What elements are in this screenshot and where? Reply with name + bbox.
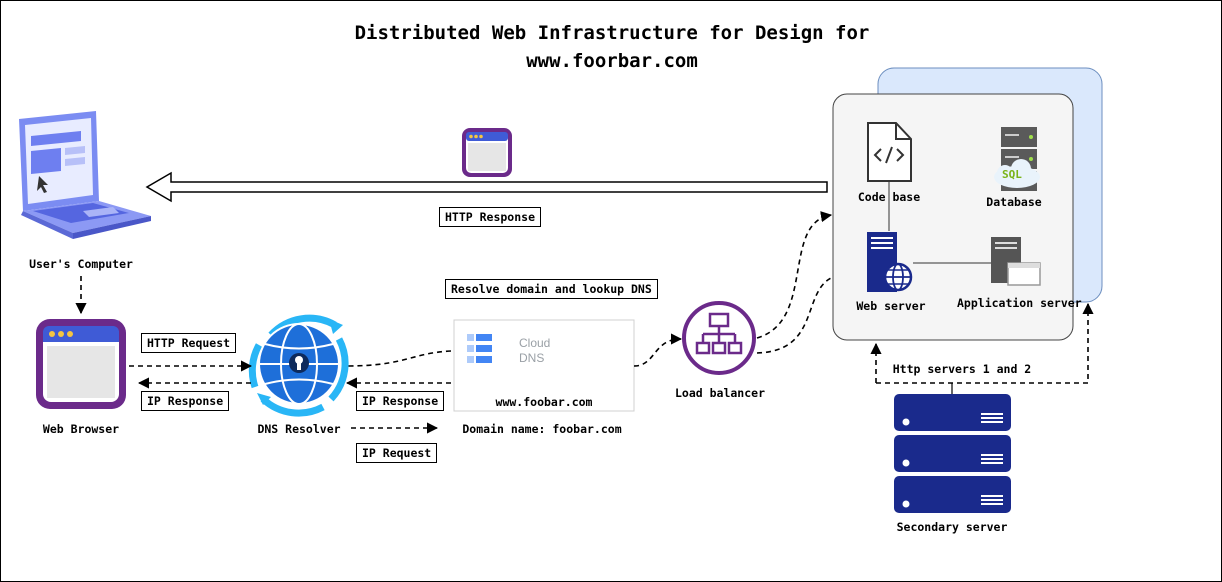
web-server-label: Web server: [856, 299, 926, 313]
dns-resolver-icon: [248, 314, 349, 417]
cloud-dns-card: [453, 319, 635, 412]
database-label: Database: [981, 195, 1047, 209]
cloud-dns-name: Cloud DNS: [519, 336, 550, 366]
http-servers-label: Http servers 1 and 2: [892, 362, 1032, 376]
http-response-label: HTTP Response: [439, 207, 542, 227]
ip-request-label: IP Request: [356, 443, 438, 463]
diagram-title-line1: Distributed Web Infrastructure for Desig…: [354, 22, 870, 44]
code-base-label: Code base: [857, 190, 921, 204]
resolve-domain-label: Resolve domain and lookup DNS: [445, 279, 658, 299]
secondary-server-icon: [894, 394, 1011, 513]
cloud-dns-domain: www.foobar.com: [495, 395, 593, 409]
edge-lb-to-cluster-bottom: [756, 276, 834, 354]
diagram-title-line2: www.foorbar.com: [526, 50, 698, 72]
web-server-icon: [867, 232, 913, 292]
ip-response-left-label: IP Response: [141, 391, 230, 411]
http-response-arrow: [145, 171, 828, 203]
load-balancer-label: Load balancer: [674, 386, 765, 400]
secondary-server-label: Secondary server: [896, 520, 1008, 534]
web-browser-label: Web Browser: [42, 422, 120, 436]
edge-lb-to-cluster-top: [756, 211, 833, 339]
code-file-icon: [867, 122, 912, 182]
user-computer-label: User's Computer: [29, 257, 133, 271]
application-server-label: Application server: [957, 296, 1082, 310]
sql-badge: SQL: [1002, 168, 1022, 181]
application-server-icon: [991, 237, 1041, 286]
web-browser-icon: [36, 319, 126, 409]
edge-dns-to-lb: [633, 333, 683, 367]
ip-response-right-label: IP Response: [356, 391, 445, 411]
response-browser-icon: [462, 128, 512, 177]
load-balancer-icon: [682, 301, 756, 375]
edge-secondary-bracket-line: [876, 302, 1094, 384]
database-icon: [994, 127, 1040, 191]
dns-resolver-label: DNS Resolver: [257, 422, 341, 436]
cloud-dns-subtitle: DNS: [519, 351, 545, 365]
cloud-dns-title: Cloud: [519, 336, 551, 350]
laptop-icon: [19, 111, 151, 239]
edge-dns-link: [345, 350, 452, 367]
http-request-label: HTTP Request: [141, 333, 237, 353]
domain-name-label: Domain name: foobar.com: [462, 422, 622, 436]
